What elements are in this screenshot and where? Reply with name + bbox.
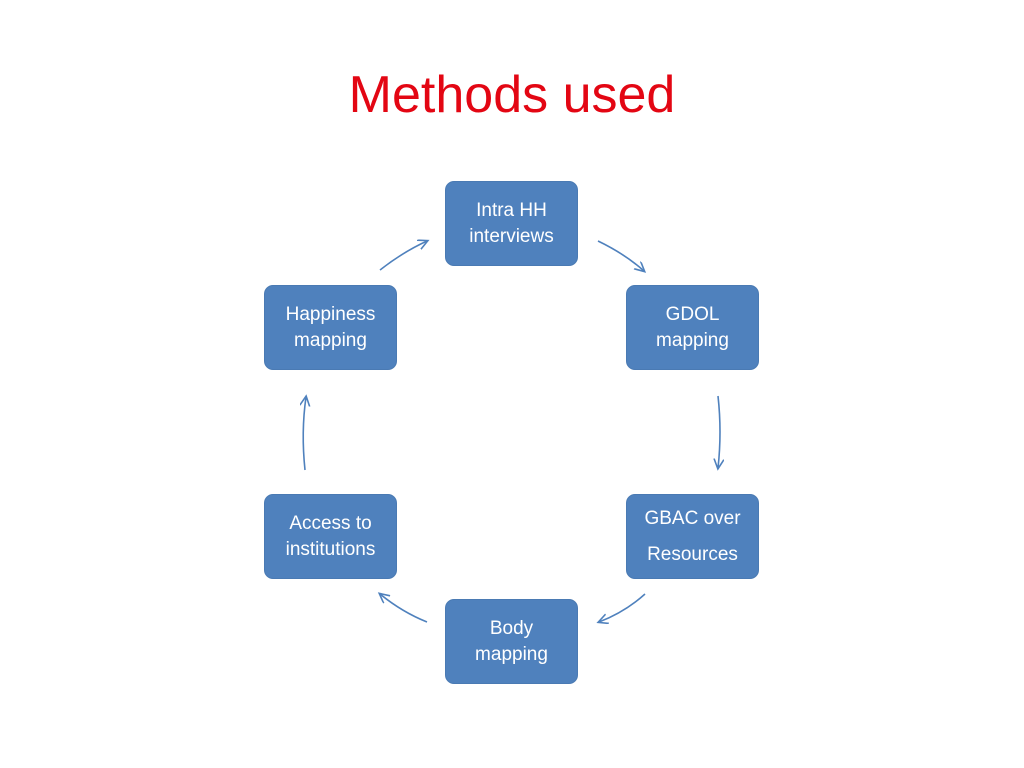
node-label: Body mapping: [475, 617, 548, 665]
node-body-mapping: Body mapping: [445, 599, 578, 684]
node-access-to-institutions: Access to institutions: [264, 494, 397, 579]
node-happiness-mapping: Happiness mapping: [264, 285, 397, 370]
arrow-intra-to-gdol: [597, 240, 644, 271]
node-intra-hh-interviews: Intra HH interviews: [445, 181, 578, 266]
node-label: GBAC over Resources: [644, 507, 741, 565]
node-gdol-mapping: GDOL mapping: [626, 285, 759, 370]
node-label: GDOL mapping: [656, 303, 729, 351]
arrow-gbac-to-body: [599, 593, 646, 622]
arrow-happy-to-intra: [379, 241, 427, 271]
node-label: Happiness mapping: [285, 303, 376, 351]
slide-title: Methods used: [348, 66, 676, 124]
node-label: Intra HH interviews: [469, 199, 554, 247]
node-label: Access to institutions: [285, 512, 376, 560]
node-gbac-over-resources: GBAC over Resources: [626, 494, 759, 579]
arrow-access-to-happy: [303, 397, 306, 471]
arrow-body-to-access: [380, 594, 428, 623]
arrow-gdol-to-gbac: [718, 395, 720, 468]
